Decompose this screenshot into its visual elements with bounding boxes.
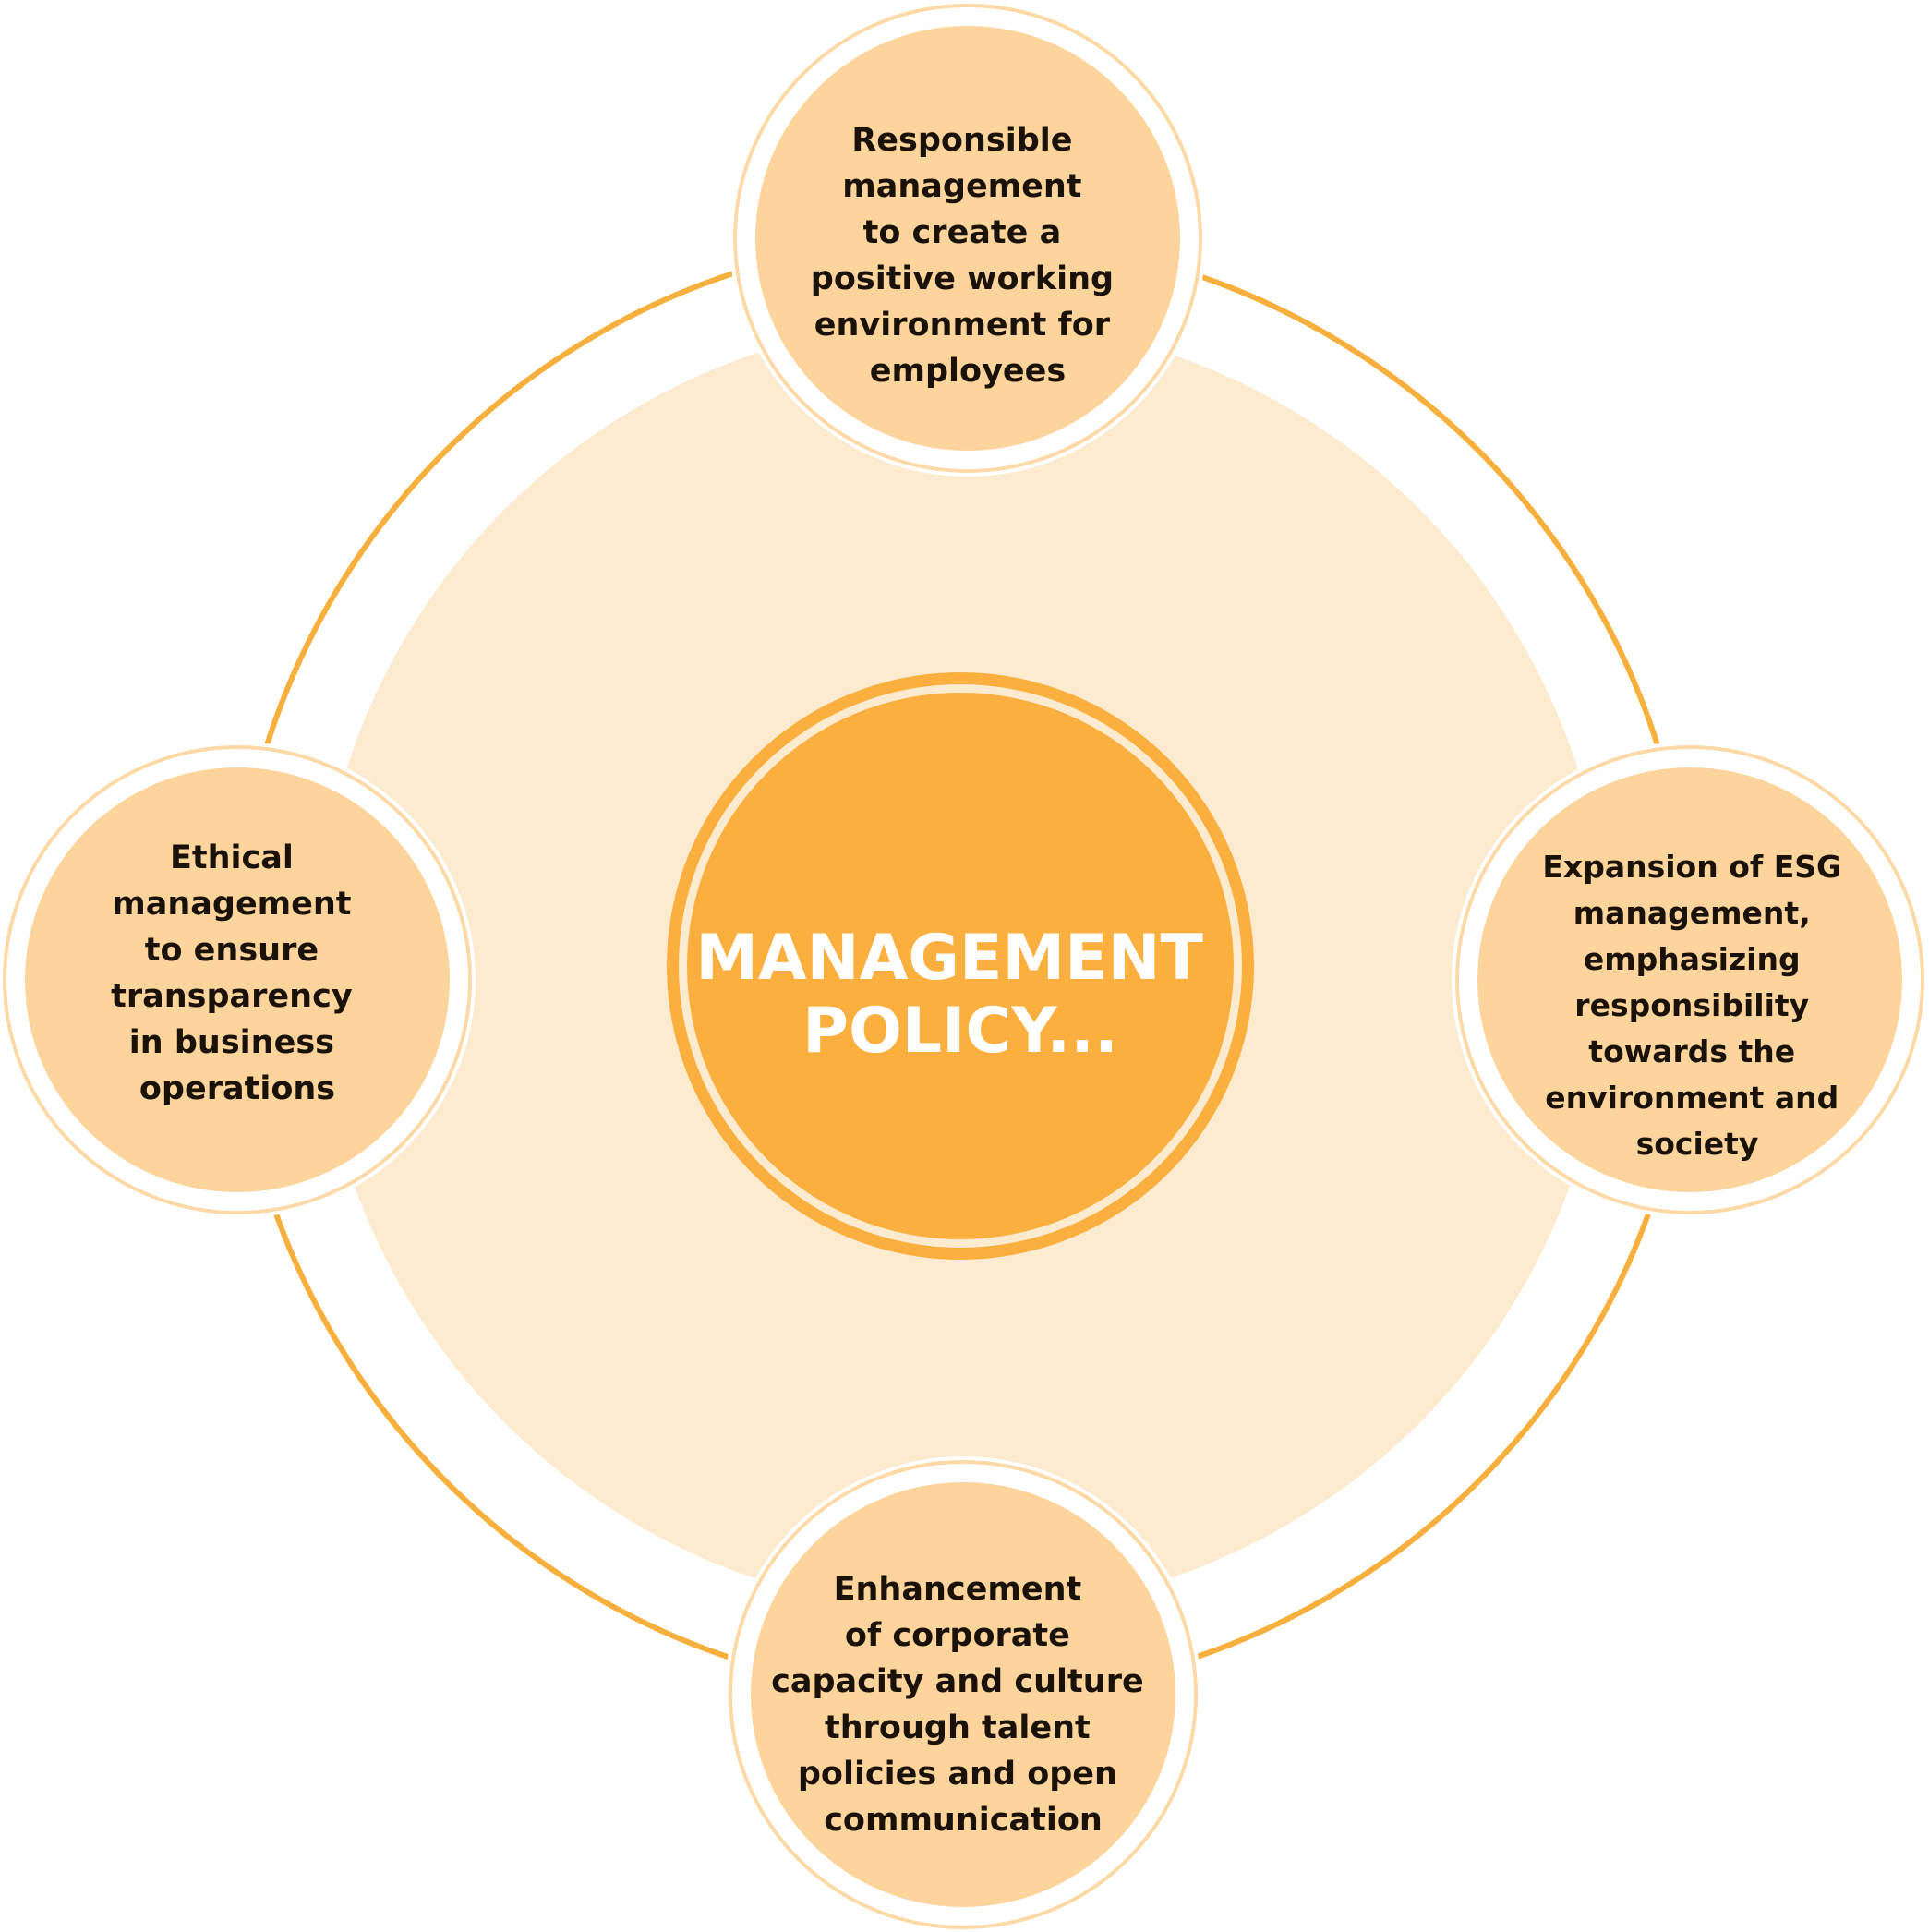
center-title: MANAGEMENT POLICY... — [695, 922, 1224, 1068]
node-top-line-3: to create a — [863, 214, 1062, 251]
node-right-text: Expansion of ESG management, emphasizing… — [1542, 849, 1851, 1162]
node-top-line-6: employees — [870, 353, 1066, 390]
node-right-line-1: Expansion of ESG — [1542, 849, 1841, 885]
node-bottom-line-5: policies and open — [798, 1756, 1117, 1793]
node-top-fill — [755, 26, 1180, 451]
node-right-line-6: environment and — [1545, 1080, 1839, 1116]
node-left-fill — [25, 767, 450, 1192]
node-left-text: Ethical management to ensure transparenc… — [111, 839, 364, 1107]
node-bottom-line-6: communication — [824, 1802, 1103, 1839]
node-left: Ethical management to ensure transparenc… — [0, 742, 476, 1218]
node-right-line-2: management, — [1573, 895, 1811, 931]
node-right-line-5: towards the — [1588, 1033, 1795, 1069]
node-bottom-fill — [751, 1482, 1175, 1907]
node-right-fill — [1477, 767, 1902, 1192]
node-bottom-line-2: of corporate — [845, 1617, 1070, 1654]
node-left-line-1: Ethical — [170, 839, 294, 876]
node-left-line-5: in business — [129, 1024, 334, 1061]
node-bottom: Enhancement of corporate capacity and cu… — [725, 1456, 1201, 1932]
node-right: Expansion of ESG management, emphasizing… — [1452, 742, 1928, 1218]
node-top-line-2: management — [842, 168, 1081, 205]
node-left-line-4: transparency — [111, 978, 353, 1015]
center-hub-fill — [687, 693, 1234, 1239]
node-right-line-4: responsibility — [1574, 987, 1809, 1023]
node-top: Responsible management to create a posit… — [729, 0, 1206, 477]
center-title-line-2: POLICY... — [802, 995, 1118, 1068]
center-title-line-1: MANAGEMENT — [695, 922, 1203, 995]
node-top-line-4: positive working — [811, 260, 1114, 297]
node-top-line-1: Responsible — [851, 122, 1072, 159]
node-bottom-text: Enhancement of corporate capacity and cu… — [771, 1571, 1155, 1839]
node-left-line-6: operations — [139, 1070, 335, 1107]
node-top-line-5: environment for — [814, 307, 1111, 344]
node-bottom-line-4: through talent — [825, 1709, 1091, 1746]
center-hub: MANAGEMENT POLICY... — [667, 672, 1254, 1260]
node-right-line-7: society — [1636, 1126, 1759, 1162]
node-left-line-3: to ensure — [145, 932, 319, 969]
node-top-text: Responsible management to create a posit… — [811, 122, 1125, 390]
node-right-line-3: emphasizing — [1584, 941, 1801, 977]
node-left-line-2: management — [112, 886, 351, 923]
node-bottom-line-1: Enhancement — [834, 1571, 1082, 1608]
node-bottom-line-3: capacity and culture — [771, 1663, 1144, 1700]
